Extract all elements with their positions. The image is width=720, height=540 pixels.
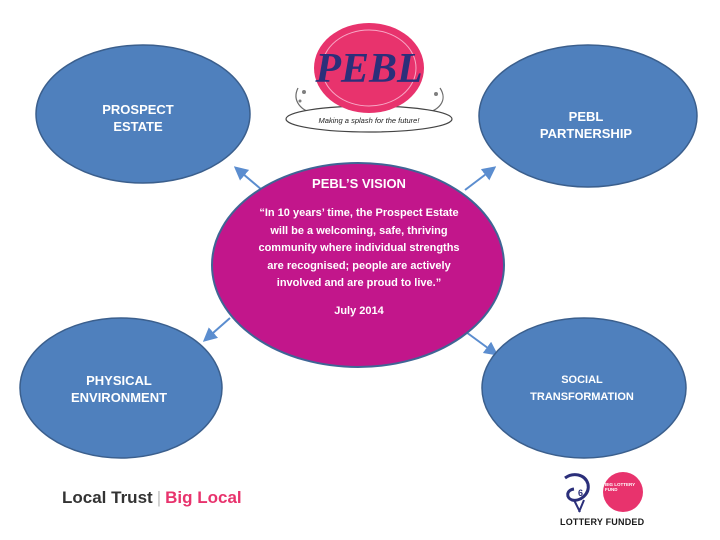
arrow-to-social-transformation <box>465 331 499 356</box>
vision-title: PEBL’S VISION <box>312 176 406 191</box>
big-local-text: Big Local <box>165 488 242 507</box>
pebl-logo-tagline: Making a splash for the future! <box>319 116 421 125</box>
label-pebl-partnership: PEBL PARTNERSHIP <box>539 109 633 141</box>
arrow-to-prospect-estate <box>233 166 263 191</box>
arrow-to-physical-environment <box>202 317 231 342</box>
label-social-transformation: SOCIAL TRANSFORMATION <box>530 374 634 403</box>
pebl-logo: PEBL Making a splash for the future! <box>285 23 453 133</box>
circle-physical-environment <box>19 317 223 459</box>
lottery-funded-text: LOTTERY FUNDED <box>560 517 645 527</box>
big-lottery-fund-text: BIG LOTTERY FUND <box>605 482 636 492</box>
lottery-logo: 6 <box>564 472 643 513</box>
circle-social-transformation <box>481 317 687 459</box>
circle-pebl-vision <box>211 162 505 368</box>
local-trust-big-local-logo: Local Trust|Big Local <box>62 488 242 508</box>
vision-date: July 2014 <box>334 304 384 317</box>
svg-text:6: 6 <box>578 488 583 498</box>
pebl-logo-letters: PEBL <box>314 46 422 92</box>
vision-quote: “In 10 years’ time, the Prospect Estate … <box>258 207 460 289</box>
vision-block: PEBL’S VISION “In 10 years’ time, the Pr… <box>236 176 482 317</box>
label-physical-environment: PHYSICAL ENVIRONMENT <box>70 373 168 405</box>
circle-prospect-estate <box>35 44 251 184</box>
logo-separator: | <box>156 488 162 507</box>
arrow-to-pebl-partnership <box>464 166 497 191</box>
local-trust-text: Local Trust <box>62 488 153 507</box>
circle-pebl-partnership <box>478 44 698 188</box>
label-prospect-estate: PROSPECT ESTATE <box>102 102 174 134</box>
